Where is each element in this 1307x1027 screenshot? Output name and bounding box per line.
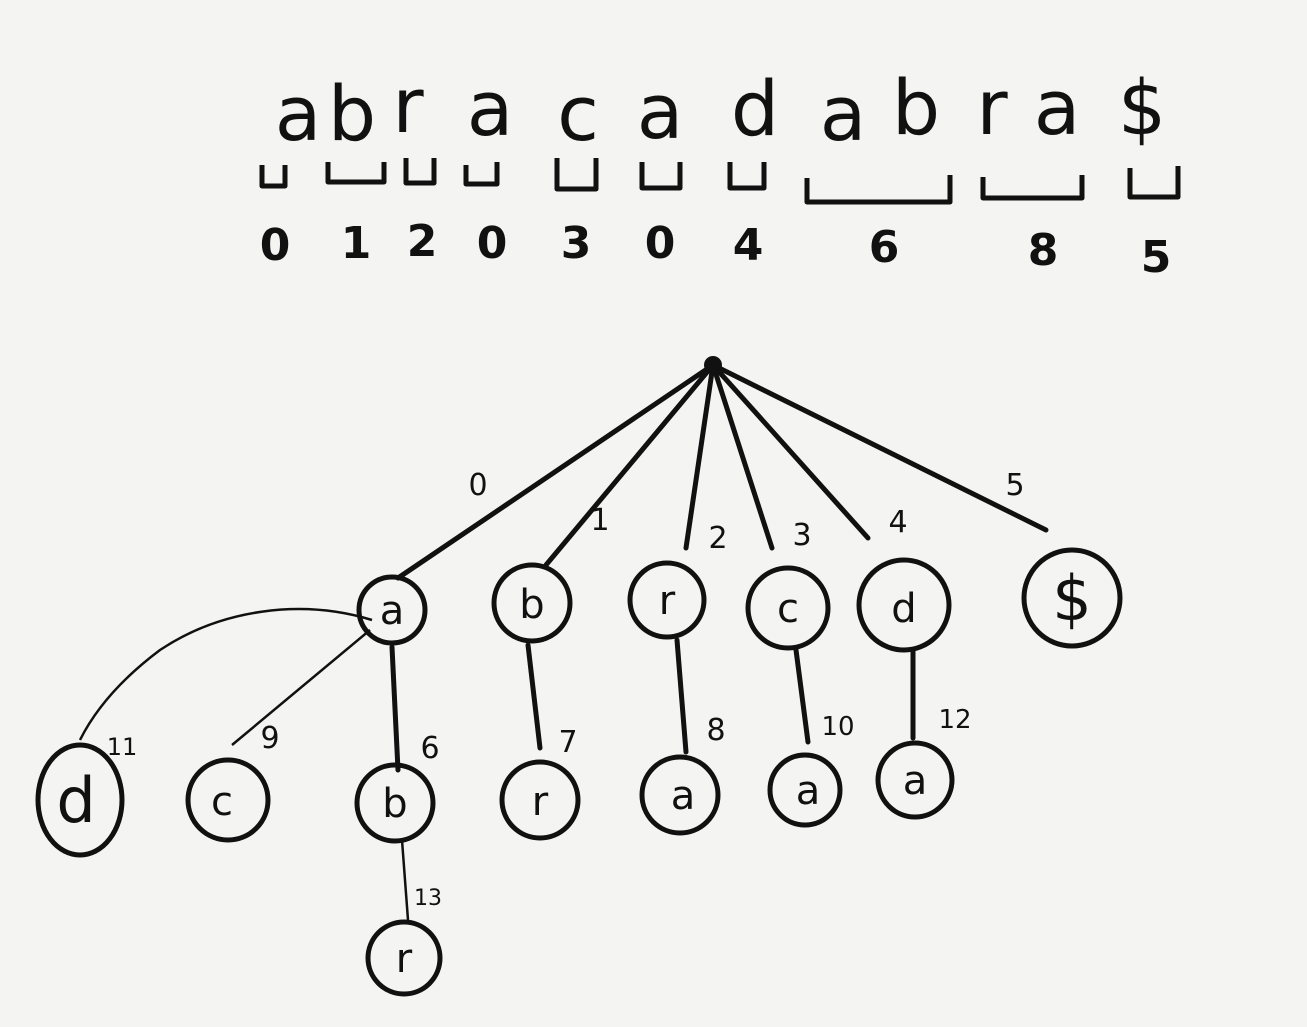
edge-a-b — [389, 644, 401, 773]
edge-label: 6 — [420, 731, 439, 766]
trie-node: a — [639, 754, 721, 836]
edge-label: 8 — [706, 713, 725, 748]
edge-label: 9 — [260, 721, 279, 756]
edge-b-r — [525, 642, 543, 751]
trie-node: c — [185, 757, 271, 843]
bracket — [804, 175, 953, 205]
trie-node: $ — [1021, 547, 1123, 649]
trie-node: c — [745, 565, 831, 651]
bracket — [639, 162, 683, 191]
bracket — [727, 162, 767, 191]
edge-b-r2 — [400, 839, 410, 921]
trie-node: d — [35, 742, 125, 858]
phrase-code: 0 — [645, 218, 676, 269]
trie-node: r — [499, 759, 581, 841]
node-char: r — [659, 578, 676, 624]
trie-node: a — [875, 740, 955, 820]
node-char: d — [56, 764, 95, 837]
node-char: c — [211, 779, 233, 825]
string-letter: a — [275, 69, 322, 158]
edge-label: 3 — [792, 518, 811, 553]
edge-c-a — [793, 647, 811, 745]
edge-root-dollar — [710, 362, 1049, 533]
trie-node: r — [365, 919, 443, 997]
node-char: a — [671, 773, 696, 819]
string-letter: d — [731, 64, 779, 153]
phrase-brackets — [259, 158, 1181, 205]
root-edges — [395, 362, 1049, 581]
input-string: a b r a c a d a b r a $ — [275, 61, 1166, 158]
phrase-code: 5 — [1141, 232, 1172, 283]
node-char: b — [519, 582, 544, 628]
edge-root-d — [710, 362, 871, 541]
phrase-code: 0 — [260, 220, 291, 271]
bracket — [554, 158, 599, 192]
trie-node: d — [856, 557, 952, 653]
edge-labels: 0 1 2 3 4 5 11 9 6 7 8 10 12 13 — [107, 468, 1025, 911]
string-letter: r — [392, 61, 424, 150]
bracket — [463, 162, 500, 187]
edge-label: 2 — [708, 521, 727, 556]
edge-label: 12 — [938, 705, 971, 735]
bracket — [1127, 166, 1181, 200]
edge-r-a — [674, 637, 689, 755]
level3-nodes: r — [365, 919, 443, 997]
edge-root-r — [683, 362, 716, 551]
edge-label: 11 — [107, 733, 138, 761]
phrase-code: 6 — [869, 222, 900, 273]
phrase-code: 1 — [341, 218, 372, 269]
phrase-code: 0 — [477, 218, 508, 269]
string-letter: a — [467, 64, 514, 153]
edge-label: 1 — [590, 503, 609, 538]
phrase-codes: 0 1 2 0 3 0 4 6 8 5 — [260, 216, 1172, 283]
string-letter: a — [820, 69, 867, 158]
string-letter: c — [557, 69, 599, 158]
edge-a-d — [78, 607, 373, 741]
edge-label: 4 — [888, 505, 907, 540]
trie-node: a — [767, 752, 843, 828]
bracket — [980, 175, 1085, 201]
edge-root-b — [543, 362, 716, 568]
edge-label: 13 — [414, 886, 442, 911]
phrase-code: 4 — [733, 220, 764, 271]
edge-label: 5 — [1005, 468, 1024, 503]
node-char: a — [380, 588, 405, 634]
bracket — [325, 162, 387, 185]
trie-node: b — [491, 562, 573, 644]
edge-root-c — [710, 362, 775, 551]
edge-label: 0 — [468, 468, 487, 503]
phrase-code: 2 — [407, 216, 438, 267]
node-char: d — [891, 586, 916, 632]
edge-root-a — [395, 362, 716, 581]
bracket — [259, 165, 288, 189]
phrase-code: 8 — [1028, 225, 1059, 276]
edge-a-c — [231, 629, 371, 746]
phrase-code: 3 — [561, 218, 592, 269]
trie-node: b — [354, 762, 436, 844]
trie-node: a — [356, 574, 428, 646]
string-letter: a — [637, 67, 684, 156]
level2-nodes: d c b r a a a — [35, 740, 955, 858]
edge-label: 10 — [821, 712, 854, 742]
root-node — [704, 356, 722, 374]
node-char: a — [796, 768, 821, 814]
node-char: r — [396, 936, 413, 982]
trie-node: r — [627, 560, 707, 640]
string-letter: r — [976, 63, 1008, 152]
node-char: c — [777, 586, 799, 632]
string-letter: $ — [1118, 63, 1166, 152]
node-char: a — [903, 758, 928, 804]
node-char: r — [532, 779, 549, 825]
bracket — [403, 158, 437, 186]
node-char: b — [382, 781, 407, 827]
edge-label: 7 — [558, 725, 577, 760]
level1-nodes: a b r c d $ — [356, 547, 1123, 653]
string-letter: a — [1034, 63, 1081, 152]
string-letter: b — [892, 63, 940, 152]
node-char: $ — [1052, 562, 1091, 635]
child-edges — [78, 607, 916, 921]
string-letter: b — [328, 69, 376, 158]
